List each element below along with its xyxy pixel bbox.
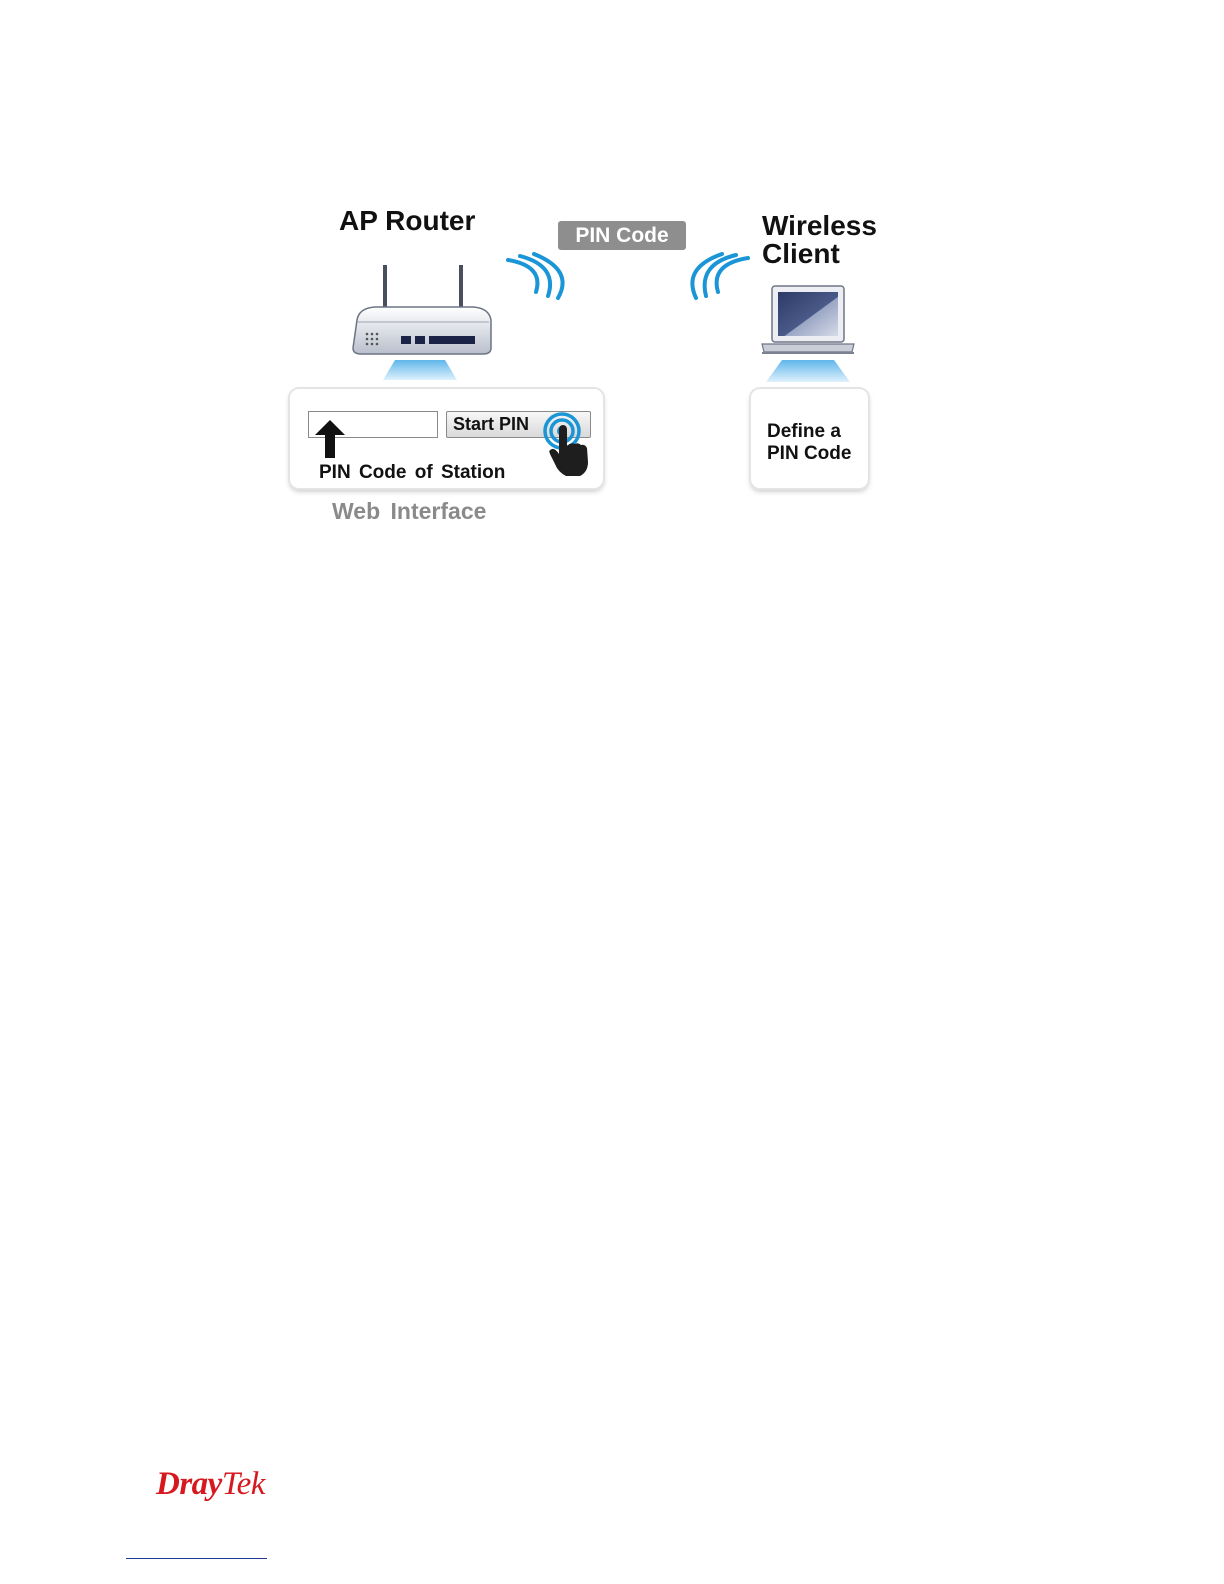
wifi-waves-right-icon: [500, 252, 575, 302]
define-pin-text: Define a PIN Code: [767, 421, 851, 465]
draytek-logo: DrayTek: [156, 1466, 265, 1503]
pin-code-of-station-label: PIN Code of Station: [319, 462, 505, 484]
up-arrow-icon: [314, 420, 346, 458]
tap-hand-icon: [540, 410, 596, 478]
web-interface-caption: Web Interface: [332, 498, 486, 525]
router-icon: [345, 260, 495, 380]
router-title: AP Router: [339, 207, 475, 235]
laptop-icon: [758, 282, 858, 382]
client-title-line2: Client: [762, 240, 840, 268]
pin-code-badge: PIN Code: [558, 221, 686, 250]
footer-divider: [126, 1558, 267, 1559]
define-pin-line1: Define a: [767, 421, 851, 443]
brand-bold: Dray: [156, 1466, 222, 1502]
define-pin-line2: PIN Code: [767, 443, 851, 465]
wifi-waves-left-icon: [676, 252, 754, 302]
client-title-line1: Wireless: [762, 212, 877, 240]
brand-light: Tek: [222, 1466, 265, 1502]
